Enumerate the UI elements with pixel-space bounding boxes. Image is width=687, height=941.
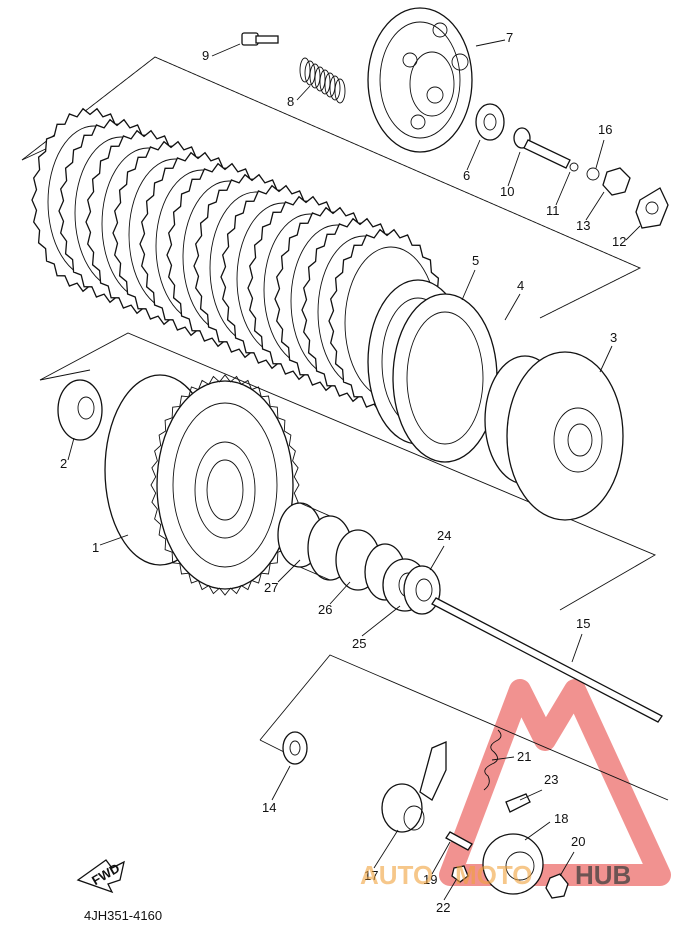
leader-line-13 [585, 191, 605, 221]
callout-2: 2 [60, 456, 67, 471]
watermark-suffix: HUB [575, 860, 631, 890]
callout-18: 18 [554, 811, 568, 826]
callout-13: 13 [576, 218, 590, 233]
callout-labels: 1234567891011121314151617181920212223242… [60, 30, 626, 915]
callout-26: 26 [318, 602, 332, 617]
callout-25: 25 [352, 636, 366, 651]
callout-1: 1 [92, 540, 99, 555]
spring-coil [309, 63, 321, 89]
leader-line-11 [555, 171, 571, 206]
leader-line-7 [475, 39, 506, 47]
leader-line-5 [461, 269, 476, 301]
leader-line-18 [524, 821, 551, 841]
callout-15: 15 [576, 616, 590, 631]
spring-coil [324, 72, 336, 98]
diagram-code: 4JH351-4160 [84, 908, 162, 923]
spring-coil [304, 60, 316, 86]
callout-16: 16 [598, 122, 612, 137]
callout-8: 8 [287, 94, 294, 109]
spring-coil [334, 78, 346, 104]
callout-19: 19 [423, 872, 437, 887]
callout-9: 9 [202, 48, 209, 63]
leader-line-24 [429, 545, 445, 571]
pressure-plate [367, 7, 473, 153]
push-rod-washer [403, 565, 441, 615]
leader-line-8 [296, 85, 311, 101]
callout-22: 22 [436, 900, 450, 915]
spring-coil [314, 66, 326, 92]
callout-4: 4 [517, 278, 524, 293]
leader-line-12 [625, 225, 641, 241]
leader-line-10 [507, 151, 521, 187]
thrust-washer [57, 379, 103, 441]
lever-bracket [482, 833, 544, 895]
leader-line-1 [99, 534, 129, 546]
watermark-text: AUTO MOTO HUB [360, 860, 631, 890]
callout-10: 10 [500, 184, 514, 199]
leader-line-20 [559, 851, 575, 877]
leader-line-16 [595, 139, 605, 169]
leader-line-6 [466, 139, 481, 171]
gear-teeth [150, 374, 300, 596]
washer [586, 167, 600, 181]
leader-line-23 [519, 789, 543, 801]
leader-lines [67, 39, 641, 901]
fwd-arrow-icon: FWD [76, 859, 125, 894]
watermark-prefix: AUTO [360, 860, 433, 890]
leader-line-4 [504, 293, 521, 321]
callout-5: 5 [472, 253, 479, 268]
clutch-spring [299, 57, 346, 104]
push-rod-short [513, 127, 571, 169]
callout-14: 14 [262, 800, 276, 815]
callout-7: 7 [506, 30, 513, 45]
spring-bolt [241, 32, 279, 46]
push-lever-shaft [381, 741, 447, 833]
callout-12: 12 [612, 234, 626, 249]
callout-20: 20 [571, 834, 585, 849]
callout-17: 17 [364, 868, 378, 883]
leader-line-19 [431, 841, 451, 875]
callout-27: 27 [264, 580, 278, 595]
oil-seal [282, 731, 308, 765]
primary-driven-gear [104, 374, 300, 596]
bracket-nut [545, 873, 569, 899]
leader-line-22 [443, 879, 457, 901]
leader-line-21 [491, 756, 515, 761]
callout-6: 6 [463, 168, 470, 183]
spring-coil [319, 69, 331, 95]
assembly-boundaries [21, 56, 669, 801]
watermark-logo [439, 679, 671, 886]
leader-line-9 [211, 43, 241, 57]
leader-line-15 [571, 633, 583, 663]
small-nut [451, 865, 469, 883]
spring-coil [329, 75, 341, 101]
callout-23: 23 [544, 772, 558, 787]
callout-24: 24 [437, 528, 451, 543]
bearing [475, 103, 505, 141]
nut [602, 167, 631, 196]
leader-line-3 [599, 345, 613, 373]
leader-line-26 [329, 581, 351, 605]
lock-washer [635, 187, 669, 229]
clutch-plate [392, 293, 498, 463]
callout-21: 21 [517, 749, 531, 764]
clutch-plate-stack [31, 107, 446, 414]
watermark-mid: MOTO [455, 860, 533, 890]
clutch-boss [484, 351, 624, 521]
callout-11: 11 [546, 203, 560, 218]
stud-bolt [445, 831, 473, 851]
callout-3: 3 [610, 330, 617, 345]
spring-coil [299, 57, 311, 83]
leader-line-14 [271, 765, 291, 801]
o-ring [569, 162, 579, 172]
leader-line-2 [67, 437, 75, 461]
leader-line-25 [361, 605, 401, 637]
leader-line-27 [277, 559, 301, 583]
leader-line-17 [373, 829, 399, 869]
push-rod-long [431, 597, 663, 723]
